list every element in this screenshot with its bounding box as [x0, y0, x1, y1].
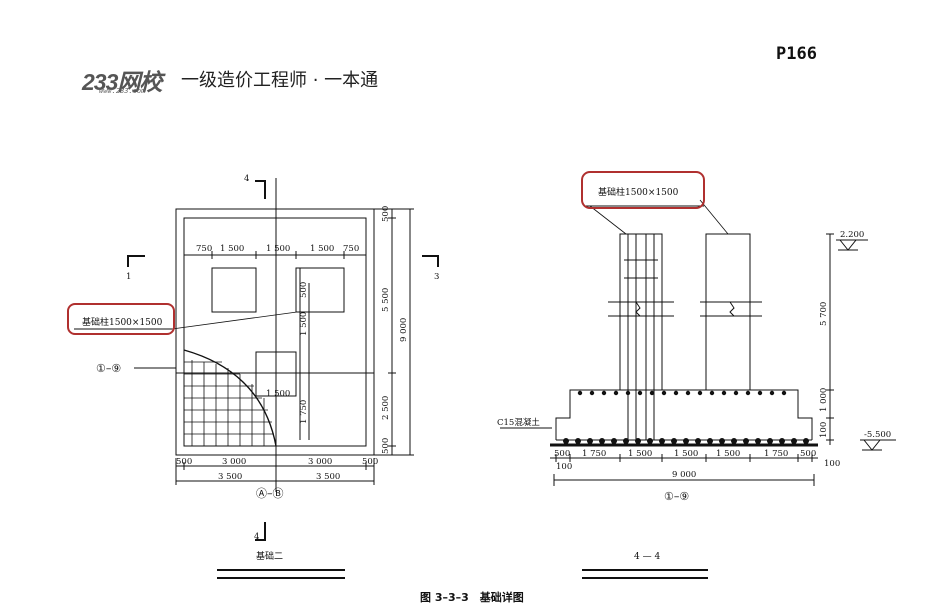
page-number: P166 [776, 44, 817, 64]
plan-view [74, 178, 439, 579]
section-bottom-dim: 500 [800, 449, 816, 459]
section-bottom-dim: 500 [554, 449, 570, 459]
brand-url: www.233.com [99, 87, 146, 95]
plan-outer-boundary [175, 208, 375, 456]
plan-callout-text: 基础柱1500×1500 [82, 316, 163, 328]
plan-bottom-dim: 3 000 [222, 457, 246, 467]
plan-inner-v-dim: 1 750 [299, 400, 309, 424]
section-callout-box [581, 171, 705, 209]
section-rebar-dots [563, 390, 809, 444]
section-bottom-dim: 1 750 [582, 449, 606, 459]
section-mark-4-top: 4 [244, 174, 249, 184]
plan-top-dim: 750 [343, 244, 359, 254]
plan-inner-boundary [183, 217, 367, 447]
book-title: 一级造价工程师 · 一本通 [181, 70, 379, 91]
plan-bottom-dim: 3 500 [316, 472, 340, 482]
section-left-100: 100 [556, 462, 572, 472]
section-bottom-dim: 1 750 [764, 449, 788, 459]
section-column-left [619, 233, 663, 391]
plan-rebar-grid [184, 360, 274, 446]
plan-total-dim: 9 000 [399, 318, 409, 342]
section-title: 4 — 4 [634, 552, 660, 562]
plan-right-dim: 5 500 [381, 288, 391, 312]
plan-top-dim: 750 [196, 244, 212, 254]
section-bottom-dim: 1 500 [716, 449, 740, 459]
section-v-dim: 100 [819, 422, 829, 438]
section-view [500, 199, 896, 579]
section-right-100: 100 [824, 459, 840, 469]
section-v-dim: 5 700 [819, 302, 829, 326]
figure-caption: 图 3–3–3 基础详图 [420, 591, 524, 604]
plan-callout-box [67, 303, 175, 335]
plan-inner-h-dim: 1 500 [266, 389, 290, 399]
section-v-dim: 1 000 [819, 388, 829, 412]
section-mark-3: 3 [434, 272, 439, 282]
plan-top-dim: 1 500 [220, 244, 244, 254]
plan-inner-v-dim: 500 [299, 282, 309, 298]
section-bottom-dim: 1 500 [674, 449, 698, 459]
plan-inner-v-dim: 1 500 [299, 312, 309, 336]
section-total-dim: 9 000 [672, 470, 696, 480]
section-axis-label: ①–⑨ [664, 490, 689, 503]
brand-logo: 233网校 [82, 69, 162, 95]
plan-title: 基础二 [256, 550, 283, 562]
plan-right-dim: 500 [381, 206, 391, 222]
section-bottom-dim: 1 500 [628, 449, 652, 459]
plan-bottom-dim: 3 500 [218, 472, 242, 482]
plan-bottom-dim: 500 [362, 457, 378, 467]
plan-right-dim: 2 500 [381, 396, 391, 420]
section-mark-4-bottom: 4 [254, 532, 259, 542]
section-callout-text: 基础柱1500×1500 [598, 186, 679, 198]
elevation-bottom: -5.500 [864, 430, 891, 440]
plan-axis-label-left: ①–⑨ [96, 362, 121, 375]
plan-bottom-dim: 500 [176, 457, 192, 467]
concrete-label: C15混凝土 [497, 417, 540, 428]
plan-right-dim: 500 [381, 438, 391, 454]
elevation-top: 2.200 [840, 230, 864, 240]
plan-top-dim: 1 500 [266, 244, 290, 254]
plan-top-dim: 1 500 [310, 244, 334, 254]
section-mark-1: 1 [126, 272, 131, 282]
section-column-right [705, 233, 751, 391]
plan-column [211, 267, 257, 313]
plan-axis-label-bottom: Ⓐ–Ⓑ [256, 487, 284, 500]
plan-bottom-dim: 3 000 [308, 457, 332, 467]
